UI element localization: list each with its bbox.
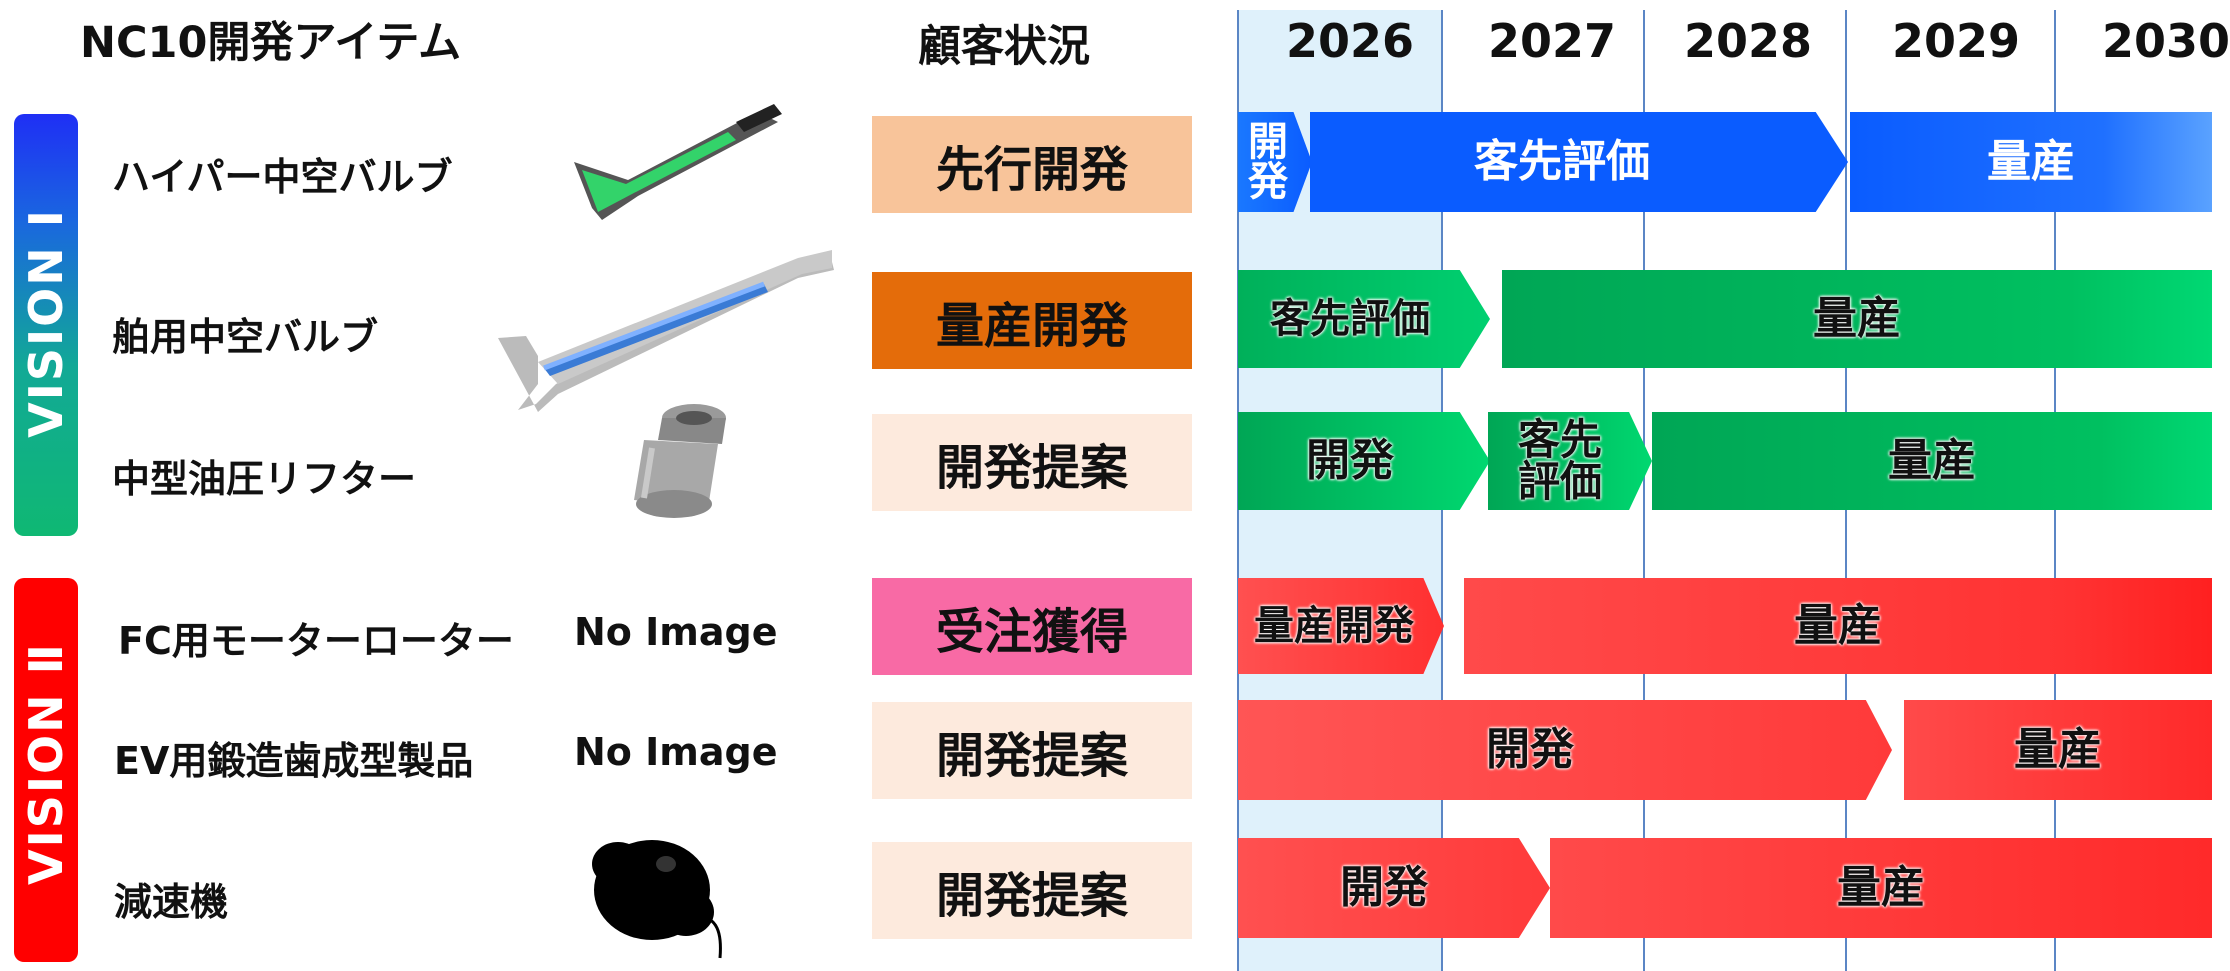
segment-mass-production-dev: 量産開発 [1238,578,1444,674]
item-name-hyper-hollow-valve: ハイパー中空バルブ [112,155,453,199]
segment-label: 量産 [1794,600,1882,651]
segment-label: 量産 [2014,724,2102,775]
status-label: 受注獲得 [935,603,1128,660]
segment-mass-production: 量産 [1850,112,2212,212]
status-box-fc-motor-rotor: 受注獲得 [872,578,1192,675]
year-2027: 2027 [1488,14,1617,68]
items-header: NC10開発アイテム [80,18,462,68]
segment-label: 量産開発 [1254,603,1414,649]
timeline-gridline [1643,10,1645,971]
segment-dev: 開発 [1238,412,1490,510]
status-box-hyper-hollow-valve: 先行開発 [872,116,1192,213]
segment-dev: 開発 [1238,838,1550,938]
status-label: 開発提案 [935,867,1128,924]
vision-1-bar: VISION Ⅰ [14,114,78,536]
segment-mass-production: 量産 [1652,412,2212,510]
segment-dev: 開発 [1238,700,1892,800]
segment-dev: 開発 [1238,112,1312,212]
segment-label: 量産 [1837,862,1925,913]
item-name-hydraulic-lifter: 中型油圧リフター [112,457,417,501]
segment-label: 量産 [1888,435,1976,486]
segment-label: 量産 [1987,136,2075,187]
segment-mass-production: 量産 [1550,838,2212,938]
vision-2-bar: VISION Ⅱ [14,578,78,962]
year-2030: 2030 [2102,14,2230,68]
year-2029: 2029 [1892,14,2021,68]
segment-label: 客先評価 [1517,415,1602,506]
segment-label: 客先評価 [1474,136,1650,187]
segment-label: 開発 [1248,119,1288,205]
reducer-image [592,840,722,959]
segment-mass-production: 量産 [1904,700,2212,800]
item-name-fc-motor-rotor: FC用モーターローター [118,619,514,663]
item-name-marine-hollow-valve: 舶用中空バルブ [112,315,379,359]
segment-label: 量産 [1813,293,1901,344]
status-label: 開発提案 [935,439,1128,496]
marine-valve-image [498,250,834,412]
vision-1-label: VISION Ⅰ [19,208,73,438]
segment-label: 開発 [1306,435,1394,486]
hollow-valve-image [574,104,782,220]
status-box-reducer: 開発提案 [872,842,1192,939]
segment-customer-eval: 客先評価 [1488,412,1652,510]
year-2026: 2026 [1286,14,1415,68]
segment-mass-production: 量産 [1464,578,2212,674]
segment-mass-production: 量産 [1502,270,2212,368]
status-label: 先行開発 [935,141,1128,198]
status-box-marine-hollow-valve: 量産開発 [872,272,1192,369]
segment-label: 客先評価 [1270,296,1430,342]
fc-rotor-no-image: No Image [574,610,778,654]
year-2028: 2028 [1684,14,1813,68]
item-name-ev-forged-gear: EV用鍛造歯成型製品 [114,739,474,783]
item-name-reducer: 減速機 [114,880,229,924]
status-box-hydraulic-lifter: 開発提案 [872,414,1192,511]
vision-2-label: VISION Ⅱ [19,642,73,885]
lifter-image [634,404,726,518]
status-label: 開発提案 [935,727,1128,784]
segment-customer-eval: 客先評価 [1238,270,1490,368]
segment-label: 開発 [1340,862,1428,913]
segment-customer-eval: 客先評価 [1310,112,1848,212]
status-box-ev-forged-gear: 開発提案 [872,702,1192,799]
status-header: 顧客状況 [918,22,1090,72]
status-label: 量産開発 [935,297,1128,354]
ev-gear-no-image: No Image [574,730,778,774]
segment-label: 開発 [1486,724,1574,775]
